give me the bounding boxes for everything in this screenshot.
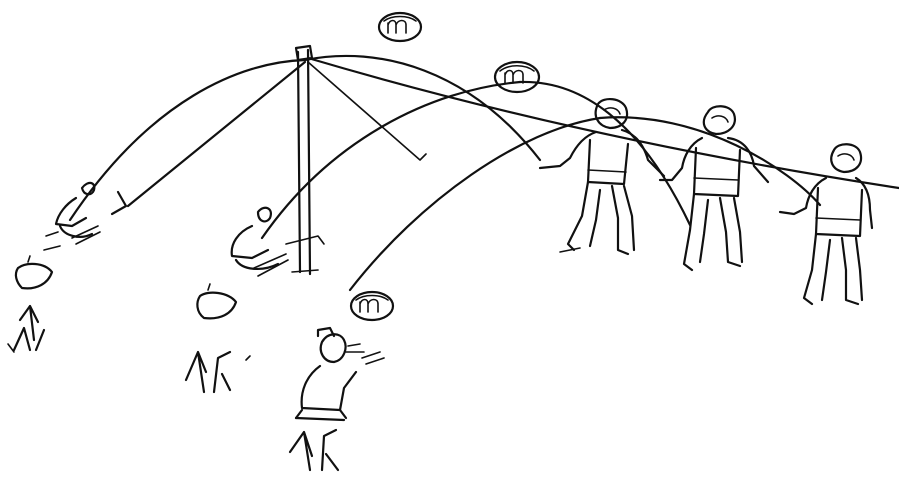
standing-player-far-left — [8, 256, 52, 352]
crouched-player-back — [46, 183, 100, 244]
net-guy-line — [112, 62, 305, 214]
trajectory-arcs — [70, 56, 820, 290]
serving-player — [290, 328, 384, 470]
net-line — [308, 58, 899, 188]
ball-icon — [351, 292, 393, 320]
ground-marks — [44, 246, 580, 360]
receiving-player-3 — [780, 144, 872, 304]
receiving-player-1 — [540, 99, 664, 254]
ball-icon — [379, 13, 421, 41]
ball-icon — [495, 62, 539, 92]
standing-player-middle-left — [186, 284, 236, 392]
receiving-player-2 — [660, 106, 768, 270]
